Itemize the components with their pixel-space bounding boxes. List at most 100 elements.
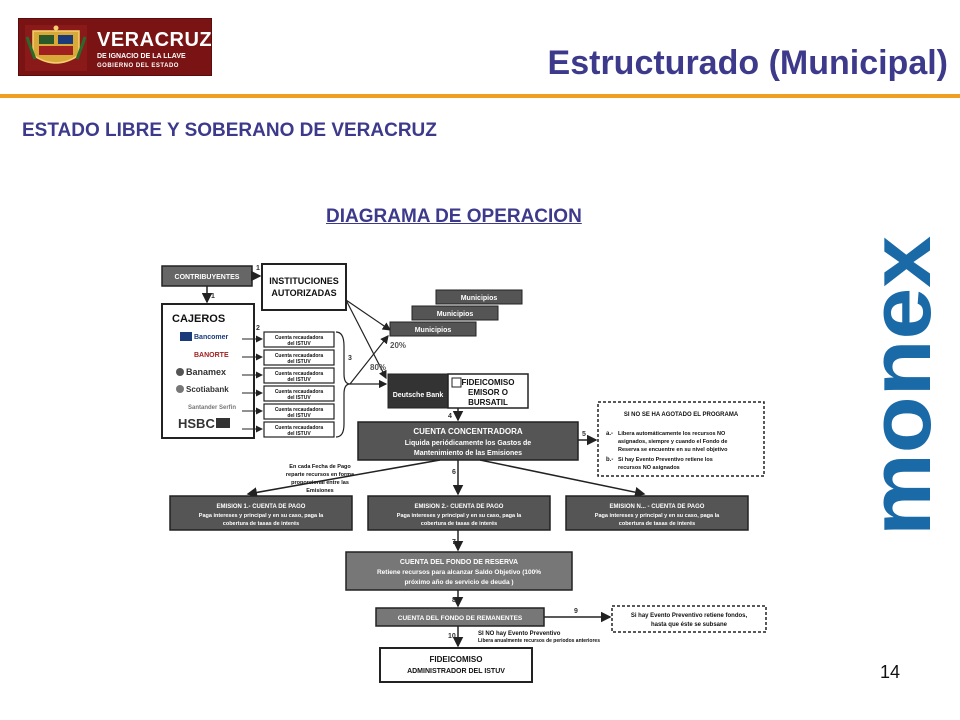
- emision-1-box: [169, 495, 353, 531]
- cuentas-brace: [335, 331, 351, 438]
- arrow-cuentas-municipios: [349, 335, 389, 385]
- operation-diagram: CONTRIBUYENTES INSTITUCIONES AUTORIZADAS…: [161, 263, 767, 683]
- step-6: 6: [452, 469, 456, 476]
- cuenta-recaudadora-box: [263, 403, 335, 420]
- step-1b: 1: [211, 293, 215, 300]
- emision-n-line-1: Paga intereses y principal y en su caso,…: [595, 513, 720, 519]
- cuenta-recaudadora-label: Cuenta recaudadora: [275, 389, 324, 395]
- bank-bancomer: Bancomer: [194, 334, 229, 341]
- header-divider: [0, 94, 960, 98]
- instituciones-label-2: AUTORIZADAS: [271, 288, 336, 298]
- programa-b-line-2: recursos NO asignados: [618, 465, 680, 471]
- monex-wordmark: monex: [870, 236, 942, 536]
- fondo-reserva-box: [345, 551, 573, 591]
- municipios-box-2: [411, 305, 499, 321]
- diagram-title: DIAGRAMA DE OPERACION: [326, 206, 582, 227]
- municipios-box-3: [389, 321, 477, 337]
- deutsche-bank-label: Deutsche Bank: [393, 392, 444, 399]
- logo-government: GOBIERNO DEL ESTADO: [97, 63, 179, 69]
- reparto-note-4: Emisiones: [306, 488, 334, 494]
- programa-a-label: a.-: [606, 431, 613, 437]
- cuenta-recaudadora-box: [263, 385, 335, 402]
- step-9: 9: [574, 608, 578, 615]
- cuenta-recaudadora-group: Cuenta recaudadora del ISTUV Cuenta reca…: [263, 331, 335, 438]
- arrow-concentradora-emn: [479, 459, 646, 498]
- programa-title: SI NO SE HA AGOTADO EL PROGRAMA: [624, 412, 739, 418]
- cuenta-recaudadora-label: Cuenta recaudadora: [275, 353, 324, 359]
- contribuyentes-label: CONTRIBUYENTES: [175, 274, 240, 281]
- cuenta-recaudadora-box: [263, 367, 335, 384]
- municipios-label-1: Municipios: [461, 295, 498, 302]
- bank-banorte: BANORTE: [194, 352, 229, 359]
- step-7: 7: [452, 539, 456, 546]
- emision-1-line-2: cobertura de tasas de interés: [223, 521, 299, 527]
- veracruz-logo: VERACRUZ DE IGNACIO DE LA LLAVE GOBIERNO…: [18, 18, 212, 76]
- municipios-label-3: Municipios: [415, 327, 452, 334]
- programa-a-line-3: Reserva se encuentre en su nivel objetiv…: [618, 447, 728, 453]
- municipios-box-1: [435, 289, 523, 305]
- instituciones-label-1: INSTITUCIONES: [269, 276, 339, 286]
- cuenta-recaudadora-label: Cuenta recaudadora: [275, 335, 324, 341]
- emision-2-box: [367, 495, 551, 531]
- emision-n-box: [565, 495, 749, 531]
- step-10: 10: [448, 633, 456, 640]
- emision-n-title: EMISION N... - CUENTA DE PAGO: [610, 504, 705, 510]
- fideicomiso-admin-box: [379, 647, 533, 683]
- fondo-remanentes-label: CUENTA DEL FONDO DE REMANENTES: [398, 615, 523, 622]
- cuenta-concentradora-box: [357, 421, 579, 461]
- cuenta-recaudadora-label: Cuenta recaudadora: [275, 407, 324, 413]
- arrow-inst-fideicomiso: [345, 299, 387, 380]
- fideicomiso-emisor-label-1: FIDEICOMISO: [462, 378, 515, 387]
- programa-b-label: b.-: [606, 457, 613, 463]
- percent-20-label: 20%: [390, 341, 406, 350]
- cuenta-recaudadora-box: [263, 421, 335, 438]
- arrow-inst-municipios: [345, 299, 391, 331]
- step-4: 4: [448, 413, 452, 420]
- page-number: 14: [880, 662, 901, 682]
- bank-hsbc: HSBC: [178, 416, 215, 431]
- hsbc-icon: [216, 418, 230, 428]
- cuenta-concentradora-label-1: CUENTA CONCENTRADORA: [413, 427, 523, 436]
- cuenta-recaudadora-label: del ISTUV: [287, 395, 311, 401]
- fideicomiso-emisor-label-3: BURSATIL: [468, 398, 508, 407]
- cuenta-recaudadora-label: del ISTUV: [287, 431, 311, 437]
- bank-santander: Santander Serfin: [188, 405, 236, 411]
- reparto-note-3: proporcional entre las: [291, 480, 349, 486]
- no-preventivo-line-1: SI NO hay Evento Preventivo: [478, 631, 561, 637]
- deutsche-bank-icon: [451, 377, 462, 388]
- evento-preventivo-box: [611, 605, 767, 633]
- emision-2-title: EMISION 2.- CUENTA DE PAGO: [415, 504, 504, 510]
- fideicomiso-emisor-label-2: EMISOR O: [468, 388, 508, 397]
- programa-b-line-1: Si hay Evento Preventivo retiene los: [618, 457, 713, 463]
- coat-of-arms-icon: [25, 25, 87, 71]
- no-preventivo-line-2: Libera anualmente recursos de periodos a…: [478, 638, 600, 644]
- banamex-icon: [176, 368, 184, 376]
- state-subtitle: ESTADO LIBRE Y SOBERANO DE VERACRUZ: [22, 120, 437, 141]
- programa-a-line-2: asignados, siempre y cuando el Fondo de: [618, 439, 727, 445]
- logo-subtitle: DE IGNACIO DE LA LLAVE: [97, 53, 186, 60]
- step-8: 8: [452, 597, 456, 604]
- reparto-note-1: En cada Fecha de Pago: [289, 464, 351, 470]
- step-numbers: 1 1 2 3 4 5 6 7 8 9 10: [211, 265, 586, 640]
- emision-n-line-2: cobertura de tasas de interés: [619, 521, 695, 527]
- logo-wordmark: VERACRUZ: [97, 29, 213, 51]
- emision-2-line-2: cobertura de tasas de interés: [421, 521, 497, 527]
- fideicomiso-admin-label-1: FIDEICOMISO: [430, 655, 483, 664]
- cuenta-recaudadora-label: del ISTUV: [287, 413, 311, 419]
- step-5a: 5: [582, 431, 586, 438]
- arrow-concentradora-em1: [246, 459, 441, 498]
- scotiabank-icon: [176, 385, 184, 393]
- fondo-reserva-label-1: CUENTA DEL FONDO DE RESERVA: [400, 559, 518, 566]
- bank-to-cuenta-arrows: [242, 335, 263, 433]
- cuenta-recaudadora-label: Cuenta recaudadora: [275, 371, 324, 377]
- emision-1-title: EMISION 1.- CUENTA DE PAGO: [217, 504, 306, 510]
- cuenta-concentradora-label-2: Liquida periódicamente los Gastos de: [405, 440, 532, 447]
- fondo-reserva-label-2: Retiene recursos para alcanzar Saldo Obj…: [377, 569, 541, 576]
- bank-scotiabank: Scotiabank: [186, 385, 229, 394]
- cuenta-recaudadora-label: Cuenta recaudadora: [275, 425, 324, 431]
- cajeros-label: CAJEROS: [172, 313, 225, 325]
- cuenta-recaudadora-label: del ISTUV: [287, 341, 311, 347]
- fideicomiso-admin-label-2: ADMINISTRADOR DEL ISTUV: [407, 668, 505, 675]
- cuenta-recaudadora-label: del ISTUV: [287, 377, 311, 383]
- instituciones-box: [261, 263, 347, 311]
